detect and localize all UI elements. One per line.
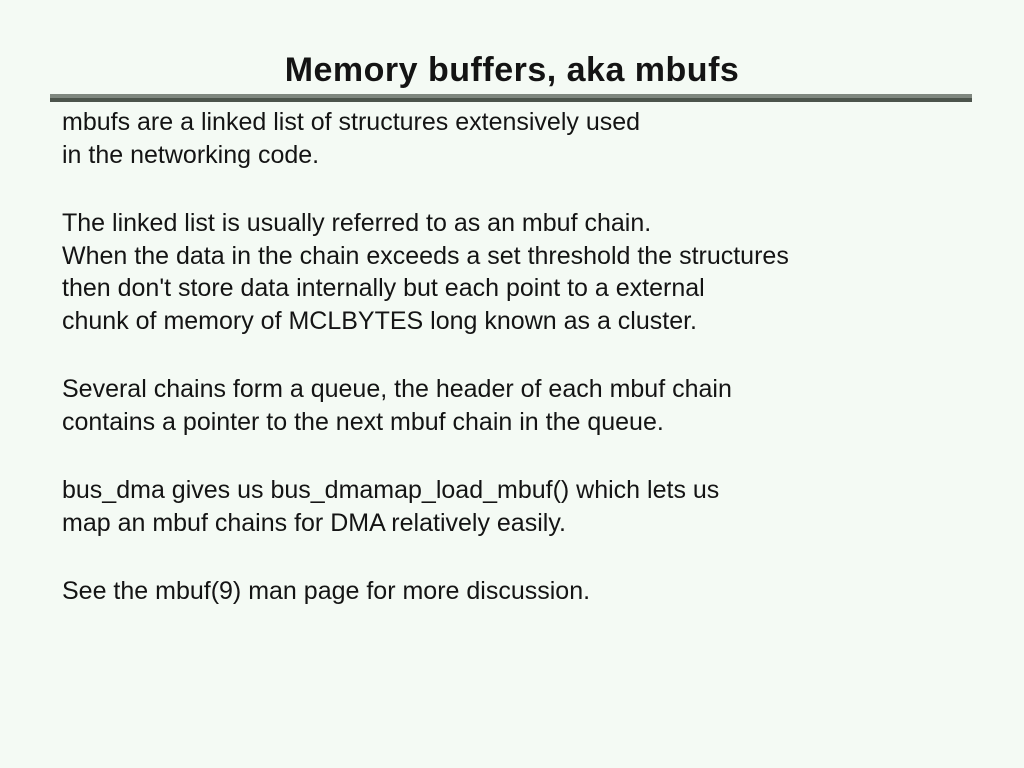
title-rule-divider	[50, 94, 972, 102]
paragraph-mbuf-chain-clusters: The linked list is usually referred to a…	[62, 209, 789, 335]
slide-body: mbufs are a linked list of structures ex…	[0, 102, 1024, 608]
paragraph-bus-dma: bus_dma gives us bus_dmamap_load_mbuf() …	[62, 476, 720, 537]
paragraph-chains-queue: Several chains form a queue, the header …	[62, 375, 732, 436]
paragraph-man-page: See the mbuf(9) man page for more discus…	[62, 577, 591, 605]
paragraph-mbufs-intro: mbufs are a linked list of structures ex…	[62, 108, 641, 169]
slide-title: Memory buffers, aka mbufs	[284, 51, 740, 89]
